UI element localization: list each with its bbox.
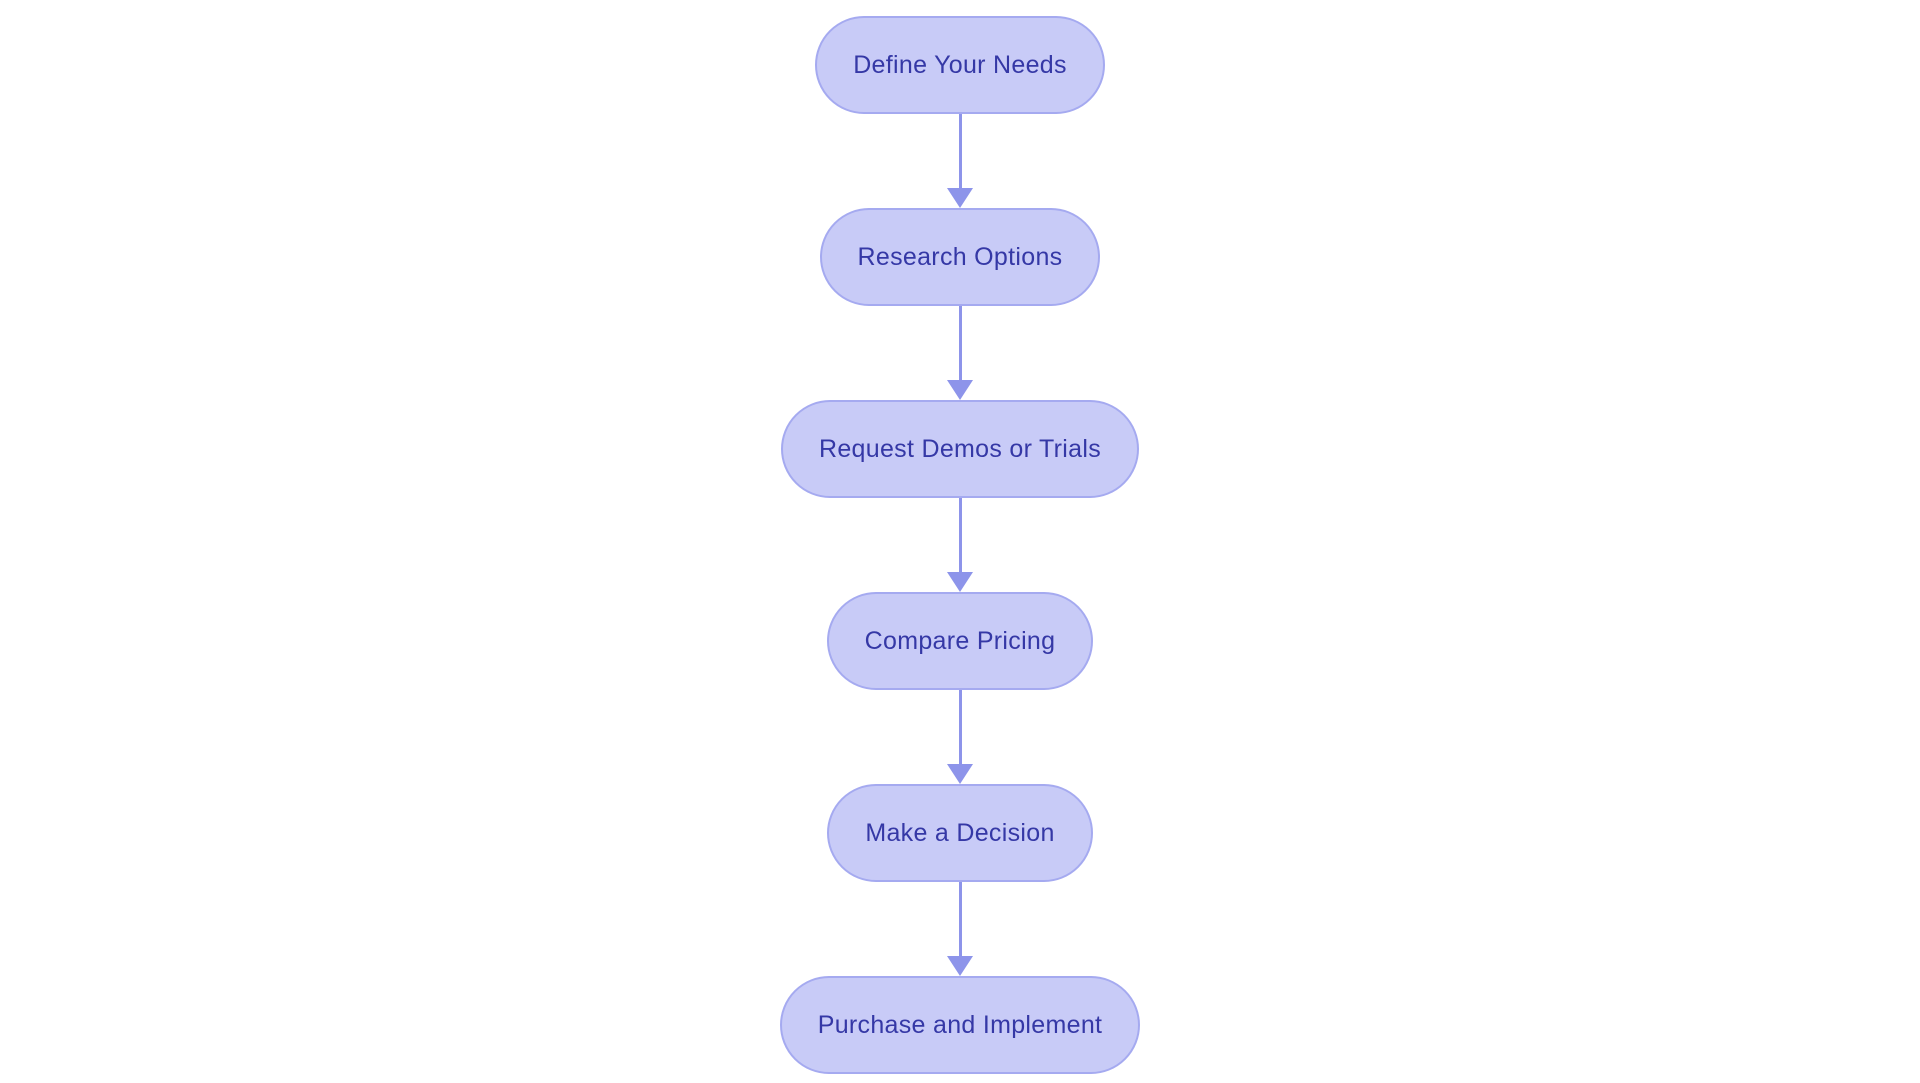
flow-node-make-a-decision: Make a Decision	[827, 784, 1093, 882]
arrow-line	[958, 690, 962, 764]
flow-node-compare-pricing: Compare Pricing	[826, 592, 1094, 690]
arrow-line	[958, 114, 962, 188]
flow-arrow	[947, 882, 973, 976]
flow-node-label: Compare Pricing	[864, 626, 1056, 655]
flow-node-label: Research Options	[857, 242, 1063, 271]
arrow-line	[958, 882, 962, 956]
arrow-line	[958, 498, 962, 572]
flow-arrow	[947, 114, 973, 208]
arrow-down-icon	[947, 956, 973, 976]
arrow-down-icon	[947, 380, 973, 400]
arrow-down-icon	[947, 572, 973, 592]
flow-node-define-your-needs: Define Your Needs	[815, 16, 1105, 114]
flow-arrow	[947, 690, 973, 784]
flow-node-label: Define Your Needs	[853, 50, 1067, 79]
flow-node-purchase-and-implement: Purchase and Implement	[779, 976, 1141, 1074]
arrow-down-icon	[947, 764, 973, 784]
flow-arrow	[947, 306, 973, 400]
flow-node-label: Request Demos or Trials	[819, 434, 1101, 463]
flow-arrow	[947, 498, 973, 592]
flow-node-research-options: Research Options	[819, 208, 1101, 306]
arrow-down-icon	[947, 188, 973, 208]
arrow-line	[958, 306, 962, 380]
flow-node-request-demos-or-trials: Request Demos or Trials	[781, 400, 1139, 498]
flow-node-label: Purchase and Implement	[817, 1010, 1103, 1039]
flow-node-label: Make a Decision	[865, 818, 1055, 847]
